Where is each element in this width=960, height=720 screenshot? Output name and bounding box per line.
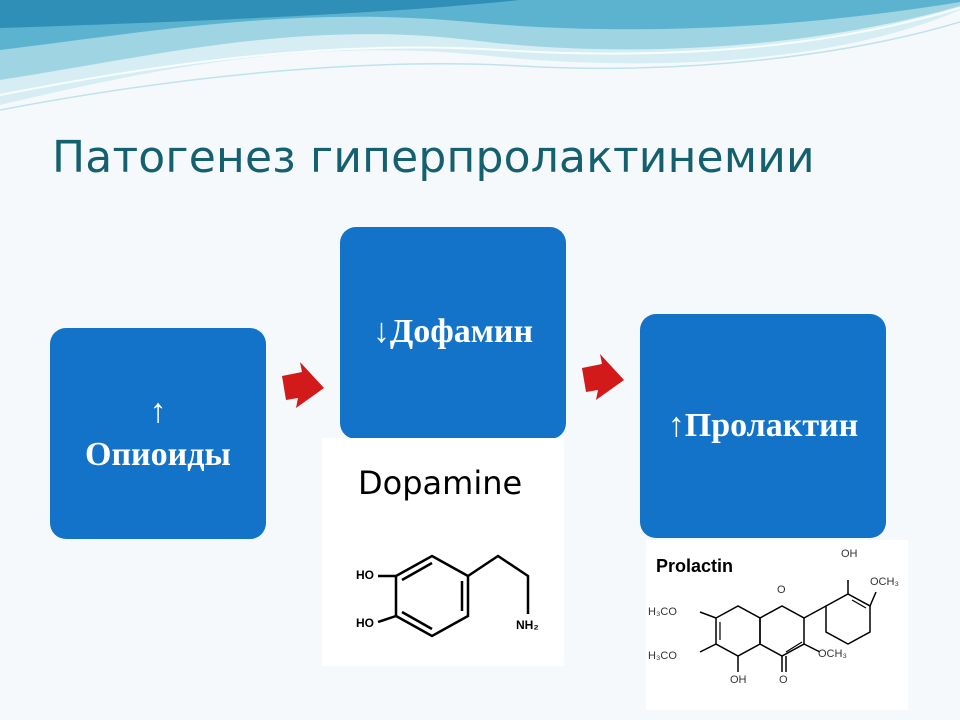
flow-arrow-icon: [282, 362, 324, 408]
dopamine-label: ↓Дофамин: [372, 313, 534, 350]
methoxy-group-label: OCH₃: [870, 576, 899, 588]
carbonyl-oxygen-label: O: [779, 674, 788, 686]
prolactin-structure: Prolactin OH OCH₃ H₃CO H₃CO OH O OCH₃ O: [646, 540, 908, 710]
slide-title: Патогенез гиперпролактинемии: [52, 132, 815, 183]
hydroxyl-group-label: HO: [356, 616, 374, 630]
methoxy-group-label: H₃CO: [648, 650, 677, 662]
opioids-box: ↑ Опиоиды: [50, 328, 266, 539]
methoxy-group-label: OCH₃: [818, 648, 847, 660]
prolactin-box: ↑Пролактин: [640, 314, 886, 538]
dopamine-box: ↓Дофамин: [340, 227, 566, 439]
dopamine-molecule-drawing: [377, 554, 530, 638]
opioids-label: Опиоиды: [85, 435, 231, 473]
prolactin-label: ↑Пролактин: [667, 406, 859, 444]
dopamine-structure-label: Dopamine: [358, 464, 523, 502]
decorative-waves: [0, 0, 960, 111]
flow-arrow-icon: [582, 354, 624, 400]
methoxy-group-label: H₃CO: [648, 606, 677, 618]
hydroxyl-group-label: HO: [356, 568, 374, 582]
hydroxyl-group-label: OH: [841, 548, 858, 560]
ring-oxygen-label: O: [777, 584, 786, 596]
hydroxyl-group-label: OH: [730, 674, 747, 686]
prolactin-molecule-drawing: [699, 580, 877, 672]
dopamine-structure: Dopamine HO HO NH₂: [322, 438, 564, 666]
amine-group-label: NH₂: [516, 618, 539, 632]
increase-arrow-icon: ↑: [149, 393, 167, 430]
prolactin-structure-label: Prolactin: [656, 556, 734, 576]
